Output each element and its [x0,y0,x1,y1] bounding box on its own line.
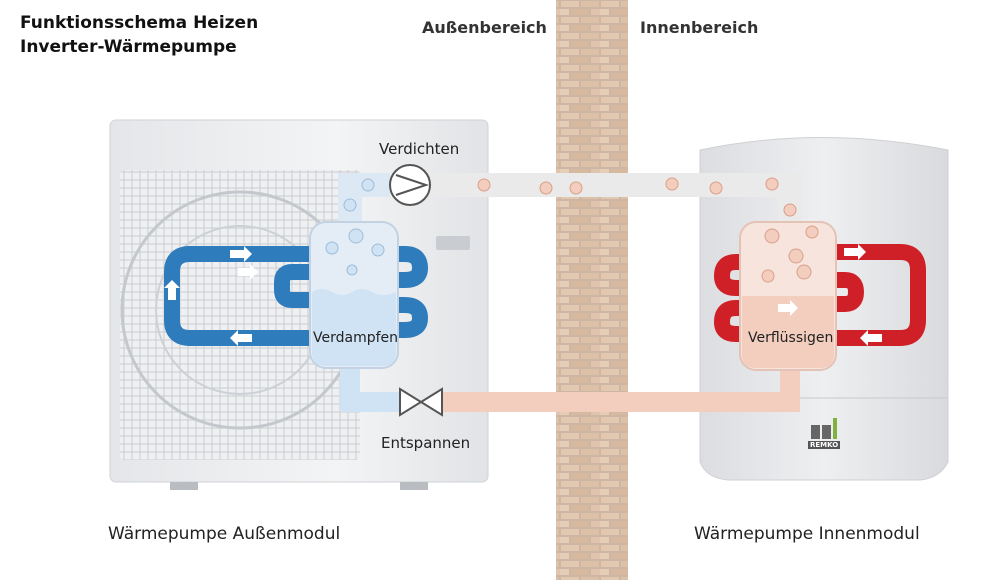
brand-logo-text: REMKO [808,441,841,449]
diagram-title-line1: Funktionsschema Heizen [20,13,259,33]
brick-wall [556,0,628,580]
arrow-icon [164,244,882,346]
caption-indoor-unit: Wärmepumpe Innenmodul [694,524,920,544]
caption-outdoor-unit: Wärmepumpe Außenmodul [108,524,341,544]
brand-logo [811,418,837,439]
diagram-title-line2: Inverter-Wärmepumpe [20,37,237,57]
compressor-icon [389,164,431,206]
expansion-valve-icon [399,387,443,417]
vapor-bubbles [343,177,797,217]
step-label-expand: Entspannen [381,434,471,452]
evaporator-vessel [309,221,399,369]
condenser-vessel [739,221,837,371]
step-label-condense: Verflüssigen [748,330,834,346]
step-label-compress: Verdichten [379,140,460,158]
hot-circuit [714,244,926,346]
step-label-evaporate: Verdampfen [313,330,399,346]
region-label-inside: Innenbereich [640,18,759,37]
region-label-outside: Außenbereich [422,18,547,37]
